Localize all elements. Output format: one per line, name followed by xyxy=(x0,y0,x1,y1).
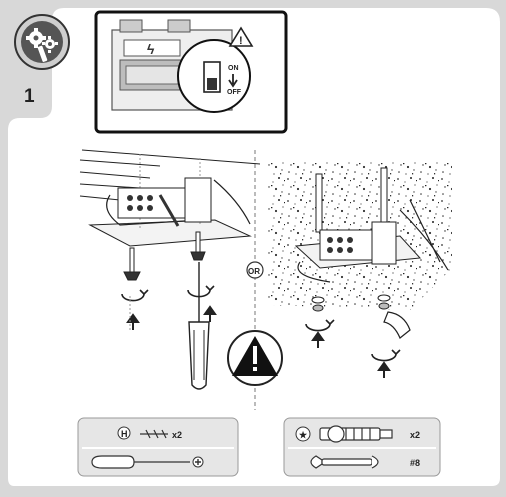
or-label: OR xyxy=(248,267,260,276)
switch-off-label: OFF xyxy=(227,89,242,96)
wrench-size-label: #8 xyxy=(410,458,420,468)
screw-icon xyxy=(140,429,168,439)
screwdriver-icon xyxy=(188,262,210,390)
wrench-hand xyxy=(383,311,411,339)
svg-text:!: ! xyxy=(239,35,243,47)
lightning-icon: ϟ xyxy=(147,41,155,57)
screw-qty-label: x2 xyxy=(172,430,182,440)
tool-box-left xyxy=(77,417,239,477)
phillips-cross-icon xyxy=(192,456,204,468)
anchor-qty-label: x2 xyxy=(410,430,420,440)
tool-box-right xyxy=(283,417,441,477)
switch-on-label: ON xyxy=(228,65,239,72)
breaker-panel: ϟ xyxy=(94,10,288,134)
up-arrow-icon xyxy=(311,331,391,378)
warning-icon: ! xyxy=(228,26,254,47)
screw-code-label: H xyxy=(121,429,128,439)
anchor-nut xyxy=(311,294,391,312)
or-badge xyxy=(246,261,264,279)
rotate-arrow-icon xyxy=(305,319,401,362)
screwdriver-icon xyxy=(91,455,190,469)
wood-screw xyxy=(123,231,206,281)
tools-gear-icon xyxy=(14,14,70,70)
anchor-code-label: ★ xyxy=(299,430,308,440)
concrete-ceiling-illustration xyxy=(268,162,452,310)
anchor-bolt-icon xyxy=(319,425,393,443)
warning-icon xyxy=(227,330,283,386)
wood-ceiling-illustration xyxy=(79,149,261,247)
power-off-icon xyxy=(228,74,238,88)
wrench-icon xyxy=(310,455,379,469)
step-number: 1 xyxy=(24,86,35,107)
